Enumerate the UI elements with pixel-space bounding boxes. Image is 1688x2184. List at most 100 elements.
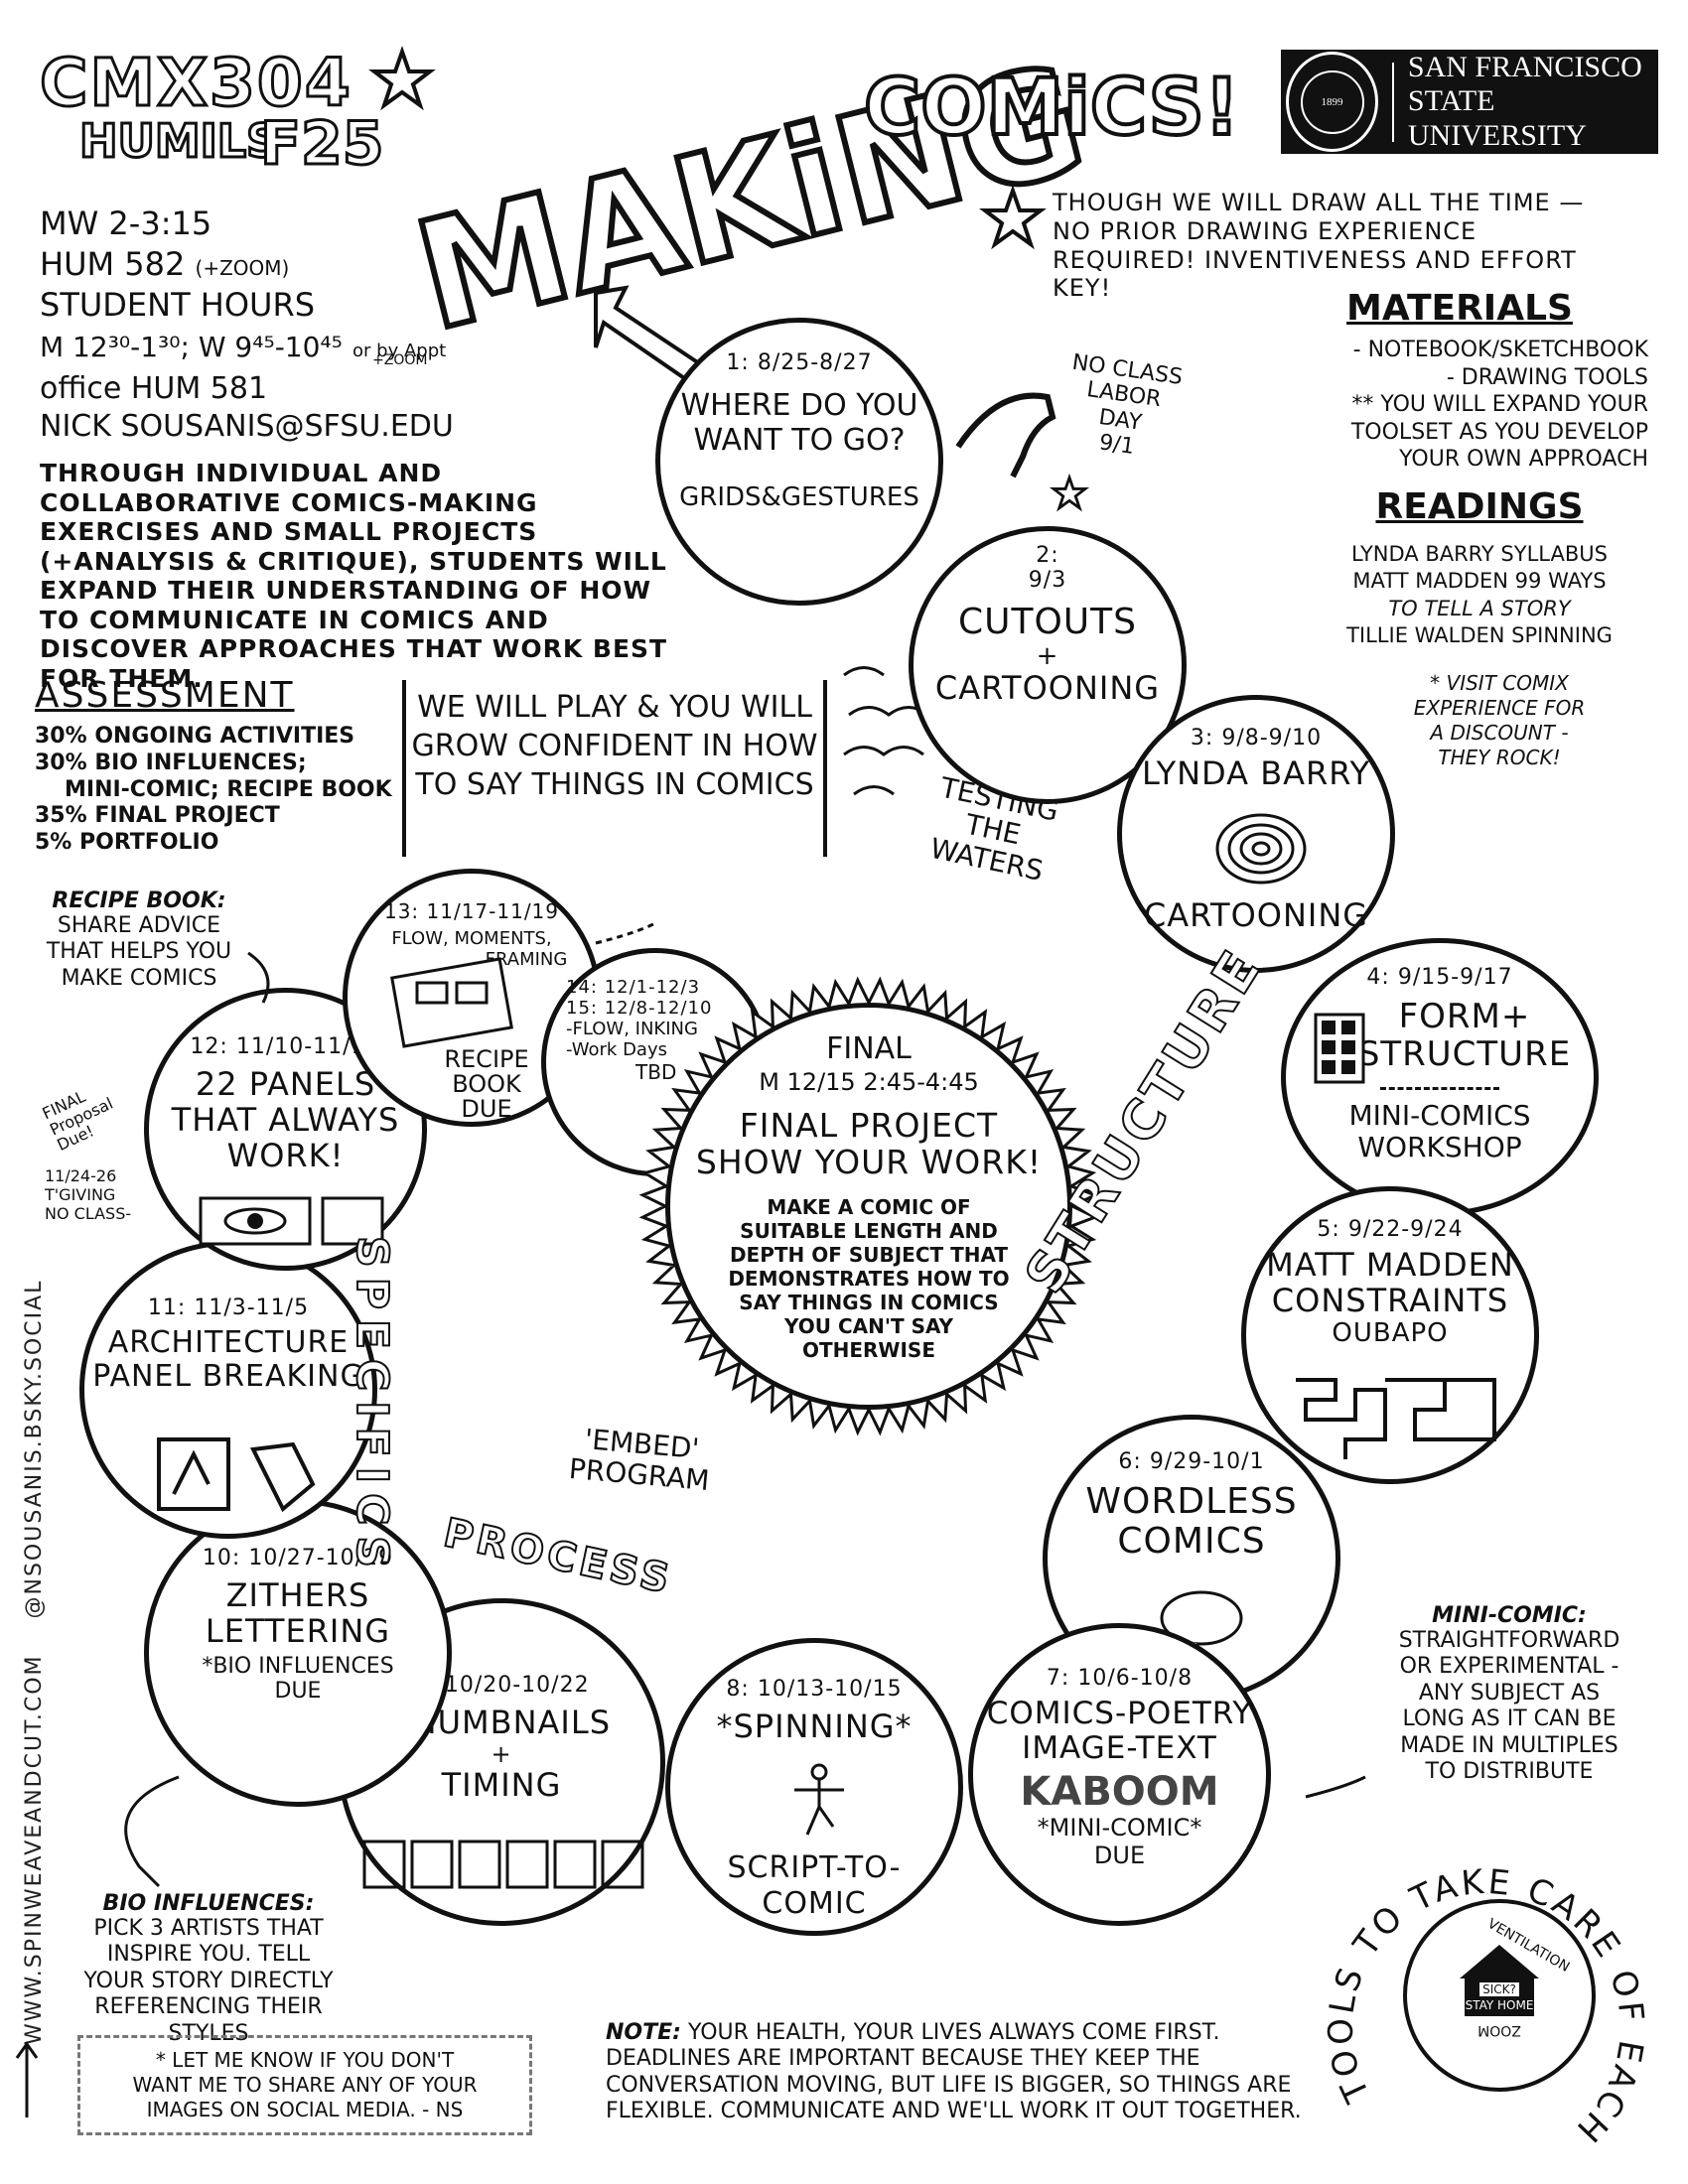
final-desc: DEMONSTRATES HOW TO — [728, 1266, 1010, 1291]
week-topic: FORM+ — [1398, 997, 1531, 1036]
notebook-icon — [390, 957, 513, 1048]
final-date: M 12/15 2:45-4:45 — [759, 1068, 979, 1096]
week-topic: FRAMING — [485, 948, 568, 970]
week-11-circle: 11: 11/3-11/5 ARCHITECTURE PANEL BREAKIN… — [79, 1241, 377, 1539]
note-line: DEADLINES ARE IMPORTANT BECAUSE THEY KEE… — [606, 2046, 1200, 2072]
week-topic: -FLOW, INKING — [566, 1019, 698, 1039]
assessment-line: 5% PORTFOLIO — [35, 830, 219, 856]
week-dates: 14: 12/1-12/3 — [566, 977, 701, 998]
mini-comic-note: MINI-COMIC: STRAIGHTFORWARD OR EXPERIMEN… — [1360, 1603, 1658, 1785]
week-topic: COMICS-POETRY — [986, 1696, 1253, 1731]
thanksgiving-note: 11/24-26 T'GIVING NO CLASS- — [45, 1166, 131, 1224]
grid-page-icon — [1314, 1013, 1365, 1084]
week-topic: GRIDS&GESTURES — [679, 482, 919, 512]
week-topic: OUBAPO — [1332, 1317, 1449, 1348]
recipe-book-line: SHARE ADVICE — [57, 913, 221, 938]
proposal-line: T'GIVING — [45, 1185, 116, 1205]
recipe-book-line: THAT HELPS YOU — [46, 939, 232, 965]
week-topic: WORK! — [226, 1136, 345, 1174]
mini-comic-line: MADE IN MULTIPLES — [1400, 1732, 1618, 1758]
assessment-line: 35% FINAL PROJECT — [35, 803, 280, 829]
appt-note: or by Appt — [352, 340, 447, 361]
week-2-circle: 2: 9/3 CUTOUTS + CARTOONING — [909, 526, 1187, 804]
materials-item: - NOTEBOOK/SKETCHBOOK — [1352, 338, 1648, 362]
play-box-line: GROW CONFIDENT IN HOW — [411, 729, 818, 763]
course-description: THROUGH INDIVIDUAL AND COLLABORATIVE COM… — [40, 459, 668, 693]
week-topic: *BIO INFLUENCES — [202, 1653, 394, 1679]
readings-note: * VISIT COMIX — [1430, 671, 1569, 696]
week-8-circle: 8: 10/13-10/15 *SPINNING* SCRIPT-TO- COM… — [665, 1638, 963, 1936]
university-seal: 1899 — [1286, 52, 1379, 152]
week-5-circle: 5: 9/22-9/24 MATT MADDEN CONSTRAINTS OUB… — [1241, 1186, 1539, 1484]
week-topic: IMAGE-TEXT — [1022, 1729, 1217, 1766]
social-note-line: * LET ME KNOW IF YOU DON'T — [155, 2048, 455, 2072]
materials-item: ** YOU WILL EXPAND YOUR — [1351, 392, 1648, 417]
mini-comic-line: STRAIGHTFORWARD — [1398, 1628, 1620, 1653]
week-topic: 22 PANELS — [195, 1065, 376, 1103]
week-topic: DUE — [274, 1678, 322, 1704]
week-topic: WHERE DO YOU — [680, 388, 918, 423]
course-term-text: F25 — [258, 108, 384, 181]
week-7-circle: 7: 10/6-10/8 COMICS-POETRY IMAGE-TEXT KA… — [968, 1623, 1271, 1926]
play-box: WE WILL PLAY & YOU WILL GROW CONFIDENT I… — [402, 680, 827, 857]
readings-note: EXPERIENCE FOR — [1413, 696, 1586, 721]
assessment-line: 30% ONGOING ACTIVITIES — [35, 724, 355, 749]
schedule: MW 2-3:15 — [40, 205, 212, 242]
final-desc: YOU CAN'T SAY — [783, 1313, 954, 1338]
final-desc: SAY THINGS IN COMICS — [739, 1290, 999, 1314]
bio-line: PICK 3 ARTISTS THAT — [93, 1916, 324, 1941]
week-topic: TBD — [635, 1060, 677, 1084]
note-line: CONVERSATION MOVING, BUT LIFE IS BIGGER,… — [606, 2072, 1292, 2098]
week-topic: CARTOONING — [1143, 896, 1369, 934]
week-topic: WANT TO GO? — [693, 422, 906, 458]
reading-item: TO TELL A STORY — [1388, 596, 1571, 620]
week-dates: 10: 10/27-10/29 — [202, 1546, 394, 1570]
final-desc: MAKE A COMIC OF — [767, 1194, 971, 1219]
final-desc: OTHERWISE — [801, 1337, 935, 1362]
week-topic: *MINI-COMIC* — [1037, 1814, 1202, 1843]
home-icon — [1460, 1945, 1539, 1979]
office: office HUM 581 — [40, 370, 268, 406]
kaboom-art: KABOOM — [1020, 1769, 1219, 1816]
week-dates: 9/3 — [1028, 568, 1067, 593]
readings-note: A DISCOUNT - — [1430, 721, 1569, 746]
course-code: CMX304 — [39, 44, 352, 123]
week-dates: 6: 9/29-10/1 — [1118, 1449, 1265, 1474]
week-topic: COMIC — [762, 1886, 867, 1921]
week-topic: FLOW, MOMENTS, — [391, 928, 552, 949]
sick-label: SICK? — [1479, 1982, 1519, 1996]
title-art: MAKiNG COMiCS! — [398, 30, 1241, 367]
materials-item: - DRAWING TOOLS — [1446, 364, 1648, 390]
week-dates: 8: 10/13-10/15 — [726, 1677, 903, 1702]
week-3-circle: 3: 9/8-9/10 LYNDA BARRY CARTOONING — [1117, 695, 1395, 973]
week-dates: 5: 9/22-9/24 — [1317, 1217, 1464, 1242]
week-dates: 11: 11/3-11/5 — [147, 1296, 310, 1320]
final-title: FINAL PROJECT — [739, 1106, 999, 1145]
contact-email[interactable]: NICK SOUSANIS@SFSU.EDU — [40, 409, 454, 445]
recipe-book-heading: RECIPE BOOK: — [52, 888, 226, 913]
week-topic: THAT ALWAYS — [171, 1100, 400, 1139]
week-topic: CUTOUTS — [957, 602, 1137, 642]
stay-home-label: STAY HOME — [1465, 1998, 1534, 2012]
course-code-text: CMX304 — [39, 44, 352, 123]
bio-line: STYLES — [168, 2020, 249, 2046]
social-note-line: WANT ME TO SHARE ANY OF YOUR — [132, 2073, 478, 2097]
note-line: FLEXIBLE. COMMUNICATE AND WE'LL WORK IT … — [606, 2099, 1302, 2124]
proposal-line: NO CLASS- — [45, 1204, 132, 1224]
eye-panel-icon — [199, 1196, 384, 1246]
mini-comic-heading: MINI-COMIC: — [1432, 1603, 1587, 1628]
week-topic: BOOK — [452, 1070, 521, 1099]
week-topic: DUE — [1093, 1842, 1146, 1870]
appt-zoom: +ZOOM — [372, 351, 428, 368]
room: HUM 582 — [40, 244, 186, 283]
week-1-circle: 1: 8/25-8/27 WHERE DO YOU WANT TO GO? GR… — [655, 318, 943, 606]
recipe-book-line: MAKE COMICS — [61, 965, 217, 991]
spiral-icon — [1215, 813, 1307, 885]
week-topic: *SPINNING* — [716, 1707, 913, 1745]
readings-note: THEY ROCK! — [1438, 746, 1561, 770]
note-label: NOTE: — [606, 2020, 681, 2045]
star-icon — [368, 45, 436, 111]
title-comics: COMiCS! — [864, 64, 1239, 153]
water-waves — [843, 666, 929, 796]
